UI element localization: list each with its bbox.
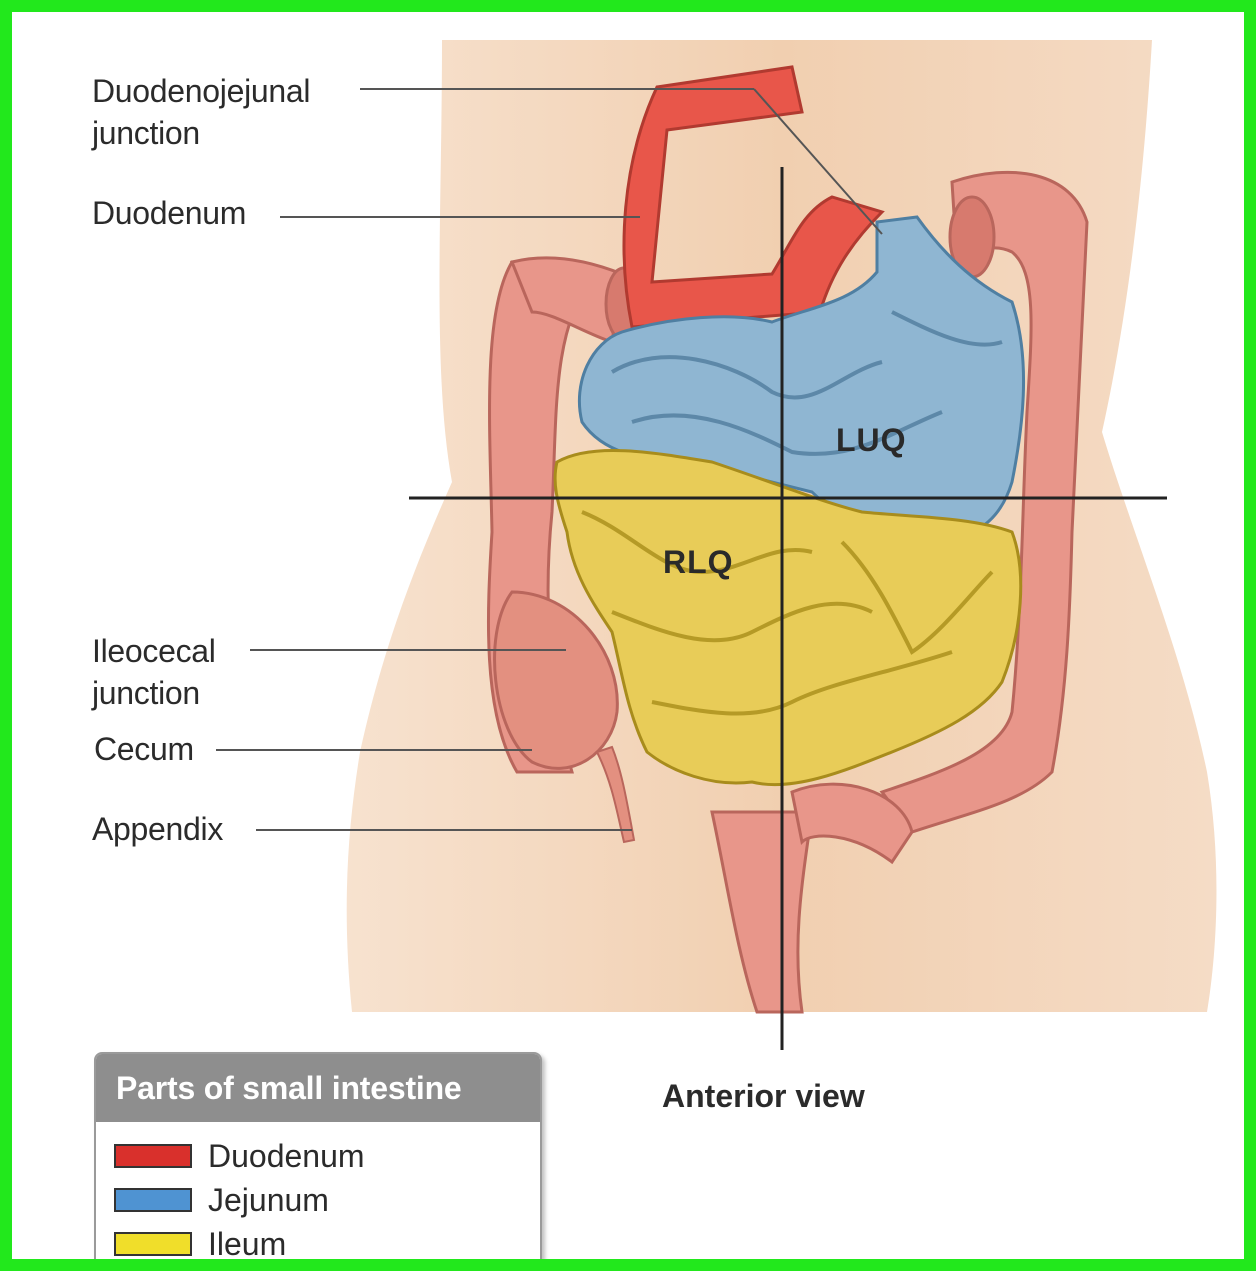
- label-ileocecal-junction: Ileocecal junction: [92, 630, 216, 714]
- view-caption: Anterior view: [662, 1078, 865, 1115]
- legend-label-ileum: Ileum: [208, 1226, 286, 1263]
- legend-label-duodenum: Duodenum: [208, 1138, 365, 1175]
- legend-title: Parts of small intestine: [96, 1054, 540, 1122]
- label-duodenum: Duodenum: [92, 192, 246, 234]
- label-duodenojejunal-junction: Duodenojejunal junction: [92, 70, 310, 154]
- legend-box: Parts of small intestine Duodenum Jejunu…: [94, 1052, 542, 1271]
- legend-swatch-duodenum: [114, 1144, 192, 1168]
- quadrant-label-rlq: RLQ: [663, 544, 734, 581]
- legend-swatch-ileum: [114, 1232, 192, 1256]
- quadrant-label-luq: LUQ: [836, 422, 907, 459]
- label-appendix: Appendix: [92, 808, 223, 850]
- legend-item-ileum: Ileum: [114, 1224, 286, 1264]
- legend-swatch-jejunum: [114, 1188, 192, 1212]
- legend-item-duodenum: Duodenum: [114, 1136, 365, 1176]
- legend-label-jejunum: Jejunum: [208, 1182, 329, 1219]
- legend-item-jejunum: Jejunum: [114, 1180, 329, 1220]
- label-cecum: Cecum: [94, 728, 194, 770]
